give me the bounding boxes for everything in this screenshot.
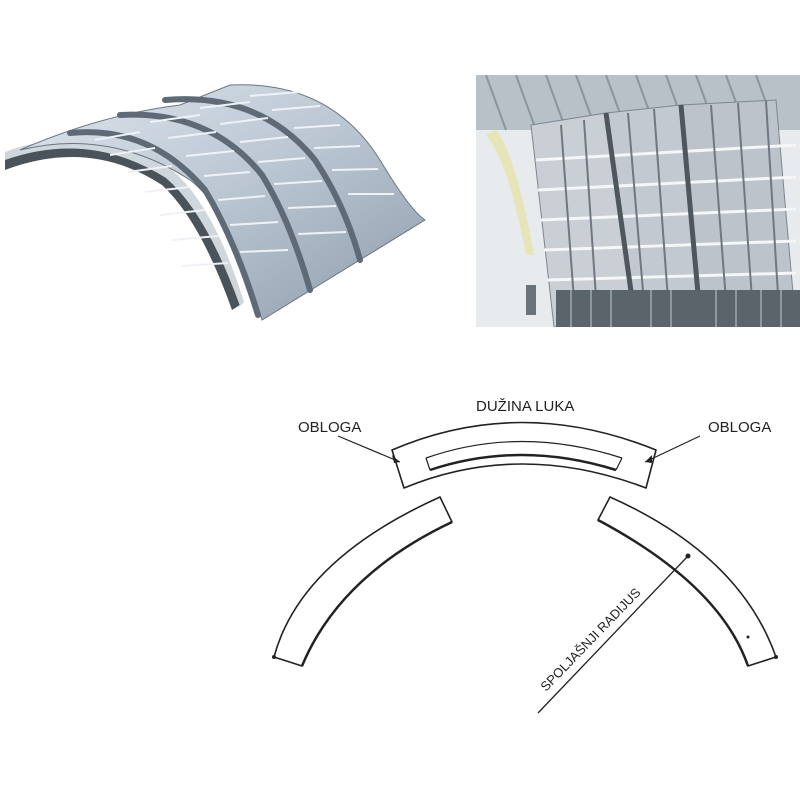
outer-radius-line	[537, 555, 689, 714]
curved-roof-panel-render	[5, 84, 426, 321]
obloga-right-label: OBLOGA	[708, 419, 771, 436]
obloga-left-leader	[337, 435, 401, 463]
top-arc-inner-thick	[429, 453, 617, 472]
end-markers	[272, 635, 778, 659]
top-arc-tick-right	[615, 457, 623, 471]
obloga-right-arrow	[645, 455, 652, 463]
top-arc-tick-left	[425, 457, 431, 471]
insulation-layer	[486, 130, 534, 255]
panel-ribs	[67, 96, 363, 318]
arc-length-label: DUŽINA LUKA	[476, 398, 574, 415]
left-arc-inner-edge	[300, 520, 453, 667]
curved-roof-assembly-render	[476, 75, 800, 327]
top-arc-inner-line	[425, 440, 623, 459]
panel-cross-stiffeners	[94, 91, 394, 267]
arc-section-diagram: OBLOGA OBLOGA DUŽINA LUKA SPOLJAŠNJI RAD…	[272, 398, 778, 714]
bay-grid-horizontal	[535, 143, 797, 282]
curved-bays	[530, 99, 797, 327]
panel-edge-profile	[5, 143, 240, 310]
panel-surface	[19, 84, 426, 321]
radius-endpoint	[685, 553, 691, 559]
obloga-left-arrow	[392, 455, 400, 463]
bracket	[526, 285, 536, 315]
outer-radius-label: SPOLJAŠNJI RADIJUS	[537, 585, 643, 694]
lower-sheets	[556, 290, 800, 327]
right-arc-inner-edge	[597, 518, 750, 667]
lower-sheet-ribs	[570, 290, 782, 327]
obloga-left-label: OBLOGA	[298, 419, 361, 436]
obloga-right-leader	[644, 435, 701, 463]
